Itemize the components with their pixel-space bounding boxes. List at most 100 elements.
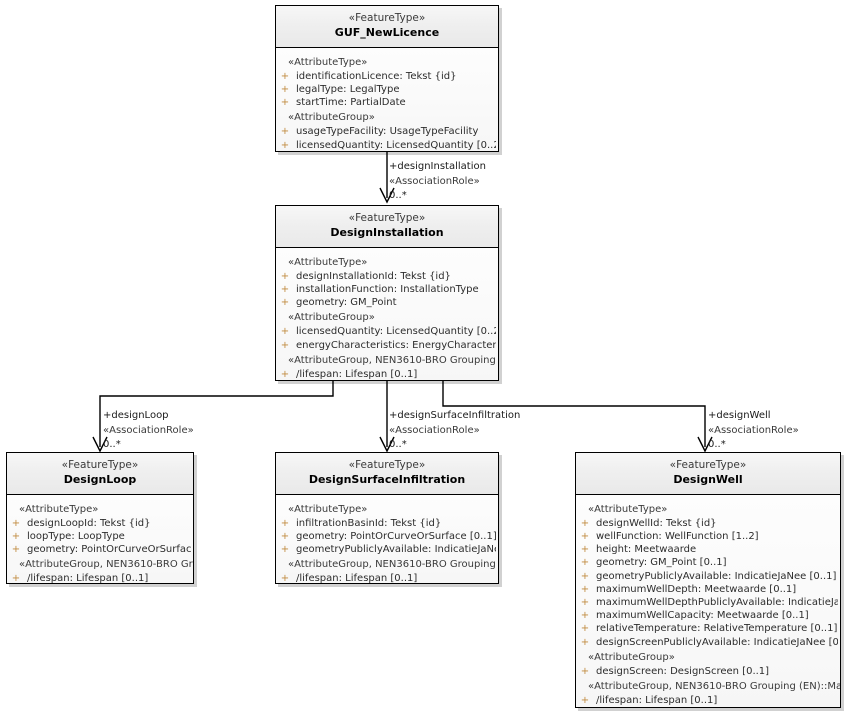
class-name: GUF_NewLicence [334, 26, 440, 40]
attribute-text: licensedQuantity: LicensedQuantity [0..2… [296, 139, 496, 151]
attribute-text: maximumWellDepth: Meetwaarde [0..1] [596, 583, 797, 595]
attribute-text: relativeTemperature: RelativeTemperature… [596, 623, 838, 635]
attribute-row[interactable]: +/lifespan: Lifespan [0..1] [276, 368, 498, 380]
attribute-row[interactable]: +maximumWellCapacity: Meetwaarde [0..1] [576, 609, 840, 622]
visibility-marker: + [11, 517, 21, 529]
visibility-marker: + [280, 573, 290, 584]
uml-class-design-surface-infiltration[interactable]: «FeatureType» DesignSurfaceInfiltration … [275, 452, 499, 584]
attribute-row[interactable]: + geometryPubliclyAvailable: IndicatieJaN… [576, 570, 840, 583]
uml-class-design-installation[interactable]: «FeatureType» DesignInstallation «Attrib… [275, 205, 499, 381]
attribute-row[interactable]: +legalType: LegalType [276, 83, 498, 96]
attribute-row[interactable]: + geometry: PointOrCurveOrSurface [0..1] [276, 530, 498, 543]
attribute-text: geometry: GM_Point [0..1] [596, 557, 727, 569]
attribute-row[interactable]: +geometry: GM_Point [276, 296, 498, 309]
attribute-row[interactable]: +height: Meetwaarde [576, 543, 840, 556]
attribute-text: energyCharacteristics: EnergyCharacteris… [296, 339, 496, 351]
visibility-marker: + [280, 126, 290, 138]
visibility-marker: + [580, 583, 590, 595]
attribute-group-header: «AttributeGroup, NEN3610-BRO Grouping (E… [288, 354, 498, 366]
class-header: «FeatureType» DesignLoop [7, 453, 193, 495]
visibility-marker: + [580, 570, 590, 582]
visibility-marker: + [280, 139, 290, 151]
attribute-row[interactable]: +/lifespan: Lifespan [0..1] [576, 694, 840, 707]
attribute-row[interactable]: +licensedQuantity: LicensedQuantity [0..… [276, 325, 498, 338]
visibility-marker: + [280, 284, 290, 296]
attribute-row[interactable]: + energyCharacteristics: EnergyCharacteri… [276, 339, 498, 352]
class-stereotype: «FeatureType» [348, 12, 426, 24]
association-role-stereotype: «AssociationRole» [708, 424, 799, 436]
attribute-group-header: «AttributeType» [288, 56, 368, 68]
attribute-row[interactable]: +wellFunction: WellFunction [1..2] [576, 530, 840, 543]
class-stereotype: «FeatureType» [348, 459, 426, 471]
attribute-row[interactable]: + /lifespan: Lifespan [0..1] [7, 572, 193, 584]
association-label-design-well: +designWell «AssociationRole» 0..* [708, 409, 799, 453]
attribute-text: /lifespan: Lifespan [0..1] [27, 573, 149, 584]
attribute-row[interactable]: +geometry: PointOrCurveOrSurface [0..1] [7, 543, 193, 556]
visibility-marker: + [280, 297, 290, 309]
attribute-row[interactable]: + maximumWellDepth: Meetwaarde [0..1] [576, 583, 840, 596]
association-role-stereotype: «AssociationRole» [103, 424, 194, 436]
attribute-row[interactable]: + geometry: GM_Point [0..1] [576, 556, 840, 569]
attribute-text: usageTypeFacility: UsageTypeFacility [296, 126, 479, 138]
attribute-row[interactable]: +designInstallationId: Tekst {id} [276, 270, 498, 283]
class-body: «AttributeType» +designWellId: Tekst {id}… [576, 494, 840, 707]
class-name: DesignInstallation [330, 226, 444, 240]
visibility-marker: + [280, 270, 290, 282]
visibility-marker: + [280, 339, 290, 351]
class-header: «FeatureType» DesignWell [576, 453, 840, 495]
attribute-row[interactable]: +designScreenPubliclyAvailable: Indicati… [576, 636, 840, 649]
attribute-text: geometryPubliclyAvailable: IndicatieJaNe… [596, 570, 837, 582]
attribute-group-header: «AttributeType» [288, 503, 368, 515]
attribute-text: startTime: PartialDate [296, 97, 406, 109]
attribute-row[interactable]: + geometryPubliclyAvailable: IndicatieJaN… [276, 543, 498, 556]
attribute-text: geometry: PointOrCurveOrSurface [0..1] [296, 531, 496, 543]
visibility-marker: + [580, 557, 590, 569]
visibility-marker: + [280, 531, 290, 543]
visibility-marker: + [280, 544, 290, 556]
attribute-text: height: Meetwaarde [596, 544, 697, 556]
visibility-marker: + [580, 636, 590, 648]
attribute-text: designScreen: DesignScreen [0..1] [596, 665, 770, 677]
visibility-marker: + [580, 610, 590, 622]
attribute-row[interactable]: +loopType: LoopType [7, 530, 193, 543]
uml-class-design-loop[interactable]: «FeatureType» DesignLoop «AttributeType»… [6, 452, 194, 584]
uml-class-guf-new-licence[interactable]: «FeatureType» GUF_NewLicence «AttributeT… [275, 5, 499, 152]
attribute-row[interactable]: + usageTypeFacility: UsageTypeFacility [276, 125, 498, 138]
attribute-row[interactable]: + designLoopId: Tekst {id} [7, 517, 193, 530]
visibility-marker: + [580, 597, 590, 608]
attribute-row[interactable]: +/lifespan: Lifespan [0..1] [276, 572, 498, 584]
class-body: «AttributeType»+designInstallationId: Te… [276, 247, 498, 380]
visibility-marker: + [580, 531, 590, 543]
attribute-row[interactable]: + licensedQuantity: LicensedQuantity [0..… [276, 139, 498, 151]
class-stereotype: «FeatureType» [669, 459, 747, 471]
attribute-row[interactable]: +installationFunction: InstallationType [276, 283, 498, 296]
attribute-row[interactable]: +designWellId: Tekst {id} [576, 517, 840, 530]
visibility-marker: + [280, 97, 290, 109]
visibility-marker: + [580, 665, 590, 677]
visibility-marker: + [11, 573, 21, 584]
attribute-text: geometryPubliclyAvailable: IndicatieJaNe… [296, 544, 496, 556]
class-stereotype: «FeatureType» [61, 459, 139, 471]
attribute-group-header: «AttributeType» [588, 503, 668, 515]
association-role-stereotype: «AssociationRole» [389, 424, 480, 436]
attribute-row[interactable]: + designScreen: DesignScreen [0..1] [576, 665, 840, 678]
attribute-group-header: «AttributeGroup» [288, 312, 375, 324]
association-role-name: +designLoop [103, 410, 169, 421]
class-stereotype: «FeatureType» [348, 212, 426, 224]
attribute-row[interactable]: + startTime: PartialDate [276, 96, 498, 109]
visibility-marker: + [580, 623, 590, 635]
attribute-row[interactable]: +identificationLicence: Tekst {id} [276, 70, 498, 83]
attribute-row[interactable]: +infiltrationBasinId: Tekst {id} [276, 517, 498, 530]
uml-class-design-well[interactable]: «FeatureType» DesignWell «AttributeType»… [575, 452, 841, 708]
attribute-row[interactable]: +maximumWellDepthPubliclyAvailable: Indi… [576, 596, 840, 609]
visibility-marker: + [11, 544, 21, 556]
attribute-group-header: «AttributeType» [19, 503, 99, 515]
class-header: «FeatureType» GUF_NewLicence [276, 6, 498, 48]
attribute-row[interactable]: + relativeTemperature: RelativeTemperatur… [576, 622, 840, 635]
attribute-text: /lifespan: Lifespan [0..1] [596, 694, 718, 706]
attribute-text: designLoopId: Tekst {id} [27, 517, 151, 529]
visibility-marker: + [280, 368, 290, 380]
attribute-text: licensedQuantity: LicensedQuantity [0..2… [296, 326, 496, 338]
class-name: DesignWell [673, 473, 743, 487]
